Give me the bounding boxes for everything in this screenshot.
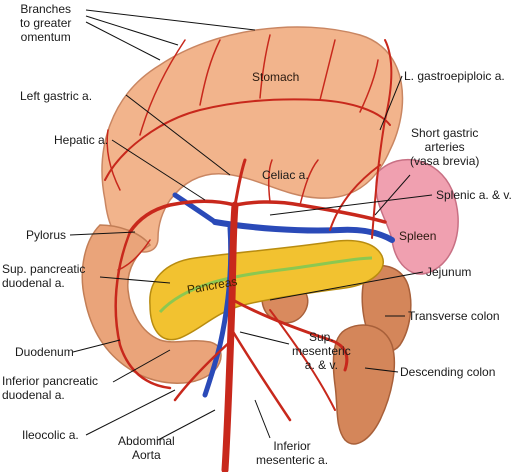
- label-descending-colon: Descending colon: [400, 365, 496, 379]
- label-abdominal-aorta: Abdominal Aorta: [118, 434, 175, 462]
- label-pylorus: Pylorus: [26, 228, 67, 242]
- label-celiac-artery: Celiac a.: [262, 168, 309, 182]
- label-splenic-artery-vein: Splenic a. & v.: [436, 188, 512, 202]
- label-transverse-colon: Transverse colon: [408, 309, 500, 323]
- leader-lines: [69, 9, 433, 441]
- label-branches-greater-omentum: Branches to greater omentum: [20, 2, 72, 44]
- label-stomach: Stomach: [252, 70, 300, 84]
- label-sup-mesenteric-artery-vein: Sup. mesenteric a. & v.: [292, 330, 351, 372]
- label-l-gastroepiploic-artery: L. gastroepiploic a.: [404, 69, 505, 83]
- label-inferior-pancreatic-duodenal-artery: Inferior pancreatic duodenal a.: [2, 374, 99, 402]
- label-short-gastric-arteries: Short gastric arteries (vasa brevia): [410, 126, 480, 168]
- label-left-gastric-artery: Left gastric a.: [20, 89, 93, 103]
- label-spleen: Spleen: [399, 229, 437, 243]
- arteries: [104, 34, 393, 472]
- label-hepatic-artery: Hepatic a.: [54, 133, 109, 147]
- label-duodenum: Duodenum: [15, 345, 74, 359]
- pancreatic-duct: [158, 256, 373, 314]
- spleen-shape: [375, 158, 459, 275]
- label-sup-pancreatic-duodenal-artery: Sup. pancreatic duodenal a.: [2, 262, 86, 290]
- descending-colon-shape: [332, 324, 396, 445]
- label-inferior-mesenteric-artery: Inferior mesenteric a.: [256, 439, 329, 467]
- label-jejunum: Jejunum: [426, 265, 472, 279]
- label-ileocolic-artery: Ileocolic a.: [22, 428, 79, 442]
- stomach-shape: [101, 26, 404, 253]
- pancreas-shape: [149, 239, 384, 341]
